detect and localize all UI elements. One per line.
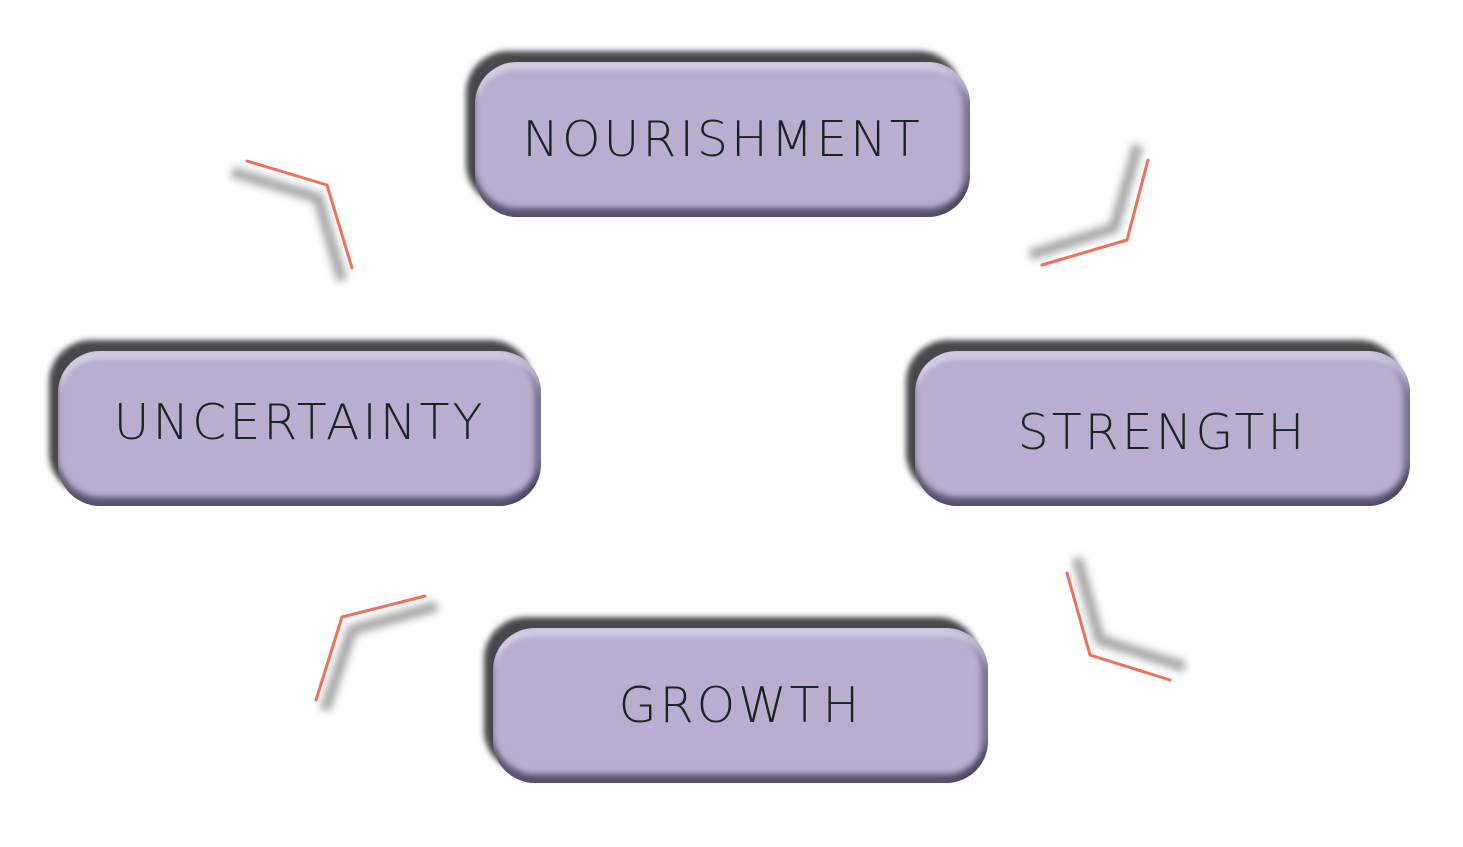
node-label: NOURISHMENT: [522, 111, 923, 168]
node-strength: STRENGTH: [915, 351, 1410, 506]
node-label: STRENGTH: [1017, 404, 1308, 461]
arrow-shadow: [230, 166, 348, 282]
node-nourishment: NOURISHMENT: [475, 62, 970, 217]
node-uncertainty: UNCERTAINTY: [58, 351, 541, 506]
arrow-strength-to-growth: [1065, 571, 1172, 682]
node-growth: GROWTH: [493, 628, 988, 783]
arrow-shadow: [1028, 143, 1144, 261]
arrow-shadow: [319, 600, 439, 712]
arrow-growth-to-uncertainty: [314, 594, 427, 702]
arrow-shadow: [1071, 556, 1187, 673]
arrow-uncertainty-to-nourishment: [245, 159, 354, 270]
arrow-nourishment-to-strength: [1040, 158, 1150, 267]
node-label: GROWTH: [618, 677, 863, 734]
node-label: UNCERTAINTY: [113, 394, 486, 451]
